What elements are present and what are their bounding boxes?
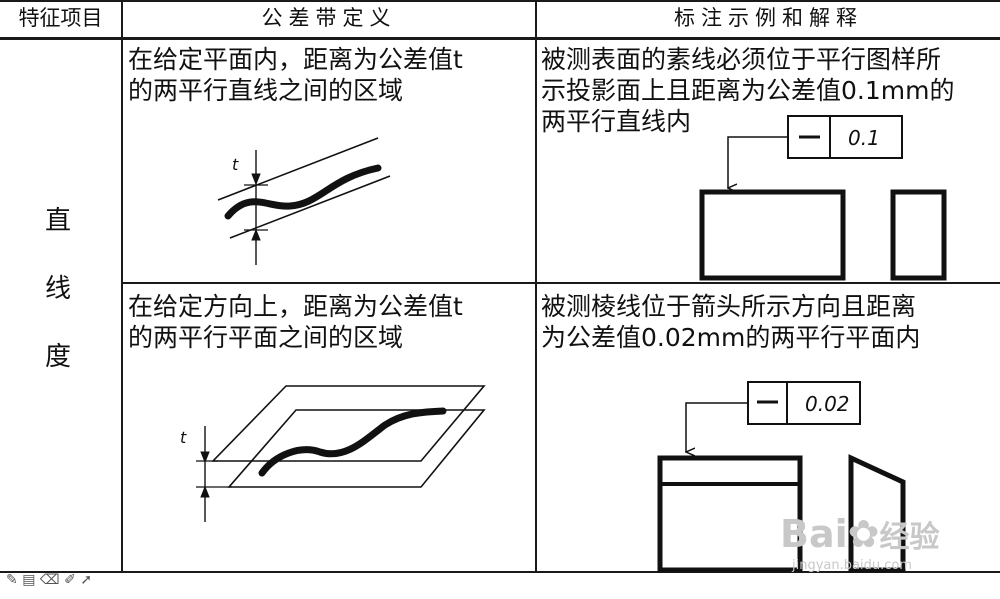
watermark-jingyan: 经验	[879, 520, 940, 555]
header-feature: 特征项目	[18, 6, 103, 30]
row-divider	[122, 282, 1000, 284]
col-divider-2	[535, 0, 537, 573]
watermark-bai: Bai	[780, 512, 848, 556]
zone-plane-lower	[227, 409, 486, 488]
leader-line	[728, 136, 788, 188]
watermark-brand: Bai✿经验	[780, 512, 939, 556]
measured-curve	[224, 164, 382, 220]
feature-char-1: 直	[44, 206, 71, 236]
leader-line-2	[686, 402, 748, 452]
table-top-border	[0, 0, 1000, 2]
feature-char-3: 度	[44, 342, 71, 372]
row1-t-label: t	[232, 155, 239, 174]
paw-icon: ✿	[847, 512, 880, 556]
row1-definition: 在给定平面内，距离为公差值t 的两平行直线之间的区域	[128, 45, 463, 105]
pen-icon[interactable]: ✎	[6, 572, 18, 588]
row1-example-drawing	[699, 115, 947, 281]
row1-explanation: 被测表面的素线必须位于平行图样所 示投影面上且距离为公差值0.1mm的 两平行直…	[541, 45, 955, 136]
part-front-view-2	[657, 455, 803, 573]
header-example: 标注示例和解释	[674, 6, 863, 30]
row1-zone-diagram	[217, 137, 391, 265]
header-zone: 公差带定义	[261, 6, 397, 30]
eraser-icon[interactable]: ⌫	[39, 572, 60, 588]
marker-icon[interactable]: ✐	[64, 572, 76, 588]
row2-t-label: t	[180, 428, 187, 447]
annotation-toolbar: ✎ ▤ ⌫ ✐ ➚	[6, 572, 92, 588]
row2-explanation: 被测棱线位于箭头所示方向且距离 为公差值0.02mm的两平行平面内	[541, 292, 921, 352]
row1-tolerance-value: 0.1	[848, 126, 880, 150]
header-bottom-rule	[0, 37, 1000, 40]
col-divider-1	[121, 0, 123, 573]
row2-zone-diagram	[196, 385, 486, 522]
measured-curve-2	[258, 407, 447, 477]
part-side-view-2	[848, 454, 906, 573]
row2-tolerance-value: 0.02	[805, 392, 850, 416]
part-side-view	[890, 189, 947, 281]
watermark-url: jingyan.baidu.com	[792, 558, 912, 573]
feature-char-2: 线	[44, 274, 71, 304]
row2-example-drawing	[657, 381, 906, 573]
pointer-icon[interactable]: ➚	[80, 572, 93, 588]
row2-definition: 在给定方向上，距离为公差值t 的两平行平面之间的区域	[128, 292, 463, 352]
zone-line-upper	[217, 137, 379, 201]
note-icon[interactable]: ▤	[22, 572, 36, 588]
part-front-view	[699, 189, 846, 281]
table-bottom-border	[0, 571, 1000, 573]
zone-plane-upper	[211, 385, 486, 462]
